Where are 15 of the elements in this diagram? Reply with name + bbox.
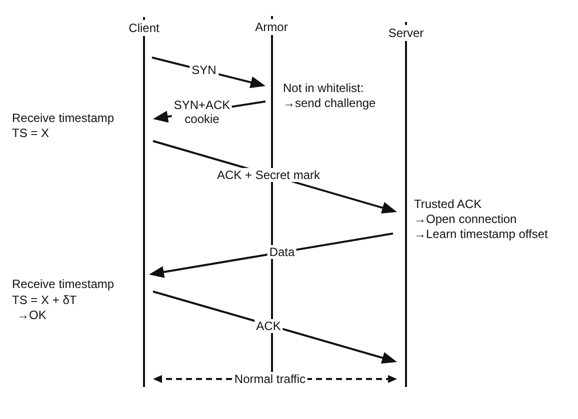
participant-label: Client <box>128 21 160 35</box>
edge-label: Data <box>267 245 297 259</box>
edge-label: ACK <box>254 318 283 332</box>
edge-label: ACK + Secret mark <box>214 168 322 182</box>
note-text: Receive timestamp TS = X <box>12 111 114 140</box>
edge-label: Normal traffic <box>232 372 308 386</box>
arrow <box>149 232 394 278</box>
note-text: Trusted ACK →Open connection →Learn timestamp offset <box>414 197 548 242</box>
note-text: Not in whitelist: →send challenge <box>283 81 376 111</box>
arrow <box>152 290 397 364</box>
note-text: Receive timestamp TS = X + δT →OK <box>12 277 114 324</box>
edge-label: SYN <box>190 63 218 77</box>
participant-label: Armor <box>255 20 288 34</box>
edge-label: SYN+ACK cookie <box>172 98 232 126</box>
participant-label: Server <box>388 26 424 40</box>
